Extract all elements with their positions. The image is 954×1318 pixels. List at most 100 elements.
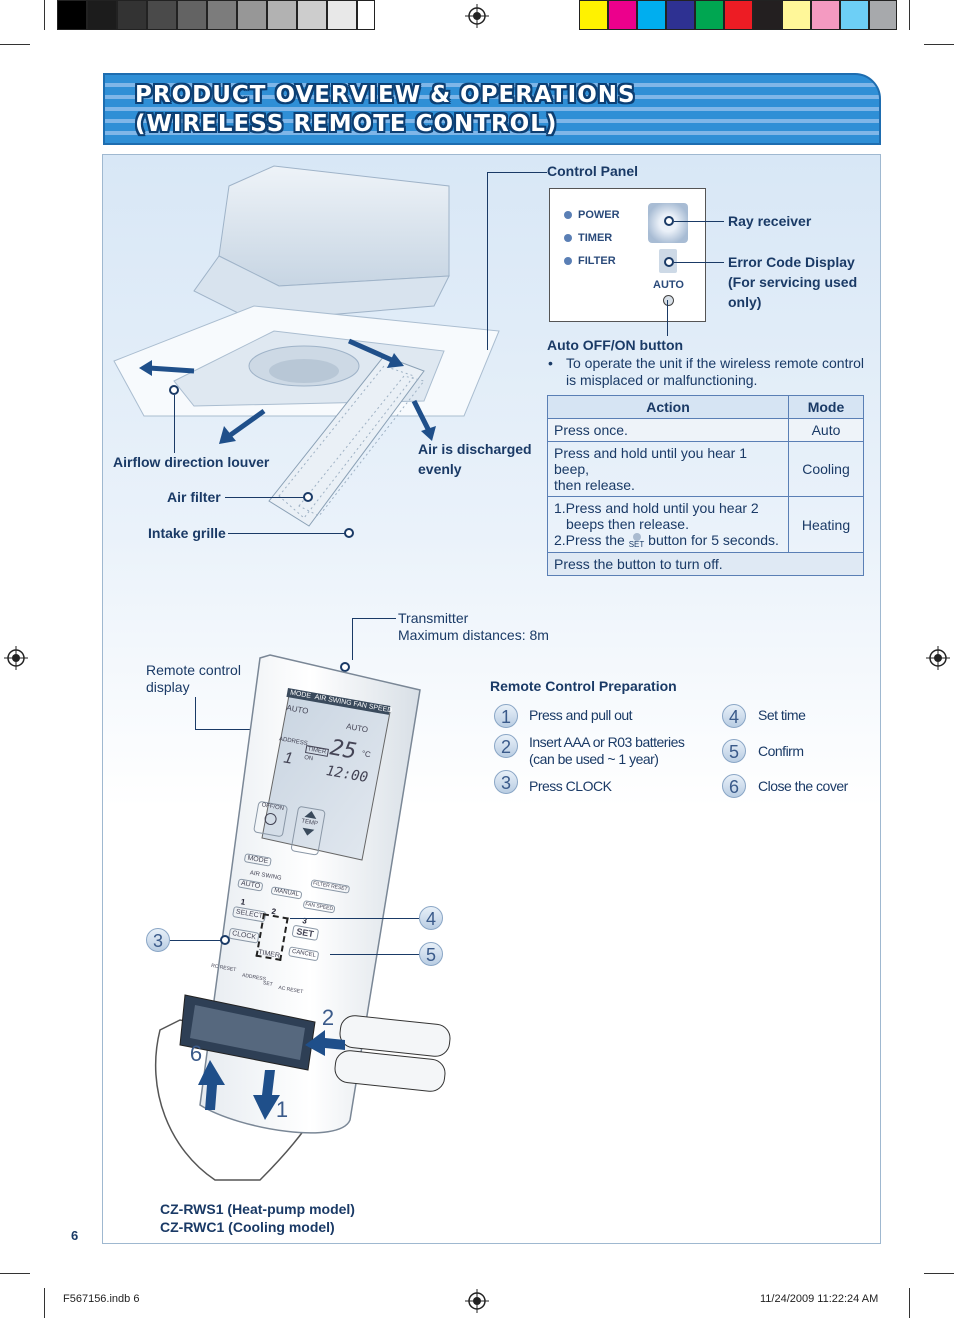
leader-line	[290, 918, 419, 919]
registration-mark-icon	[465, 1289, 489, 1313]
step-badge-2: 2	[494, 734, 518, 758]
step-badge-6: 6	[722, 774, 746, 798]
step-text-6: Close the cover	[758, 778, 848, 794]
led-icon	[564, 257, 572, 266]
leader-line	[228, 533, 346, 534]
auto-label: AUTO	[653, 279, 684, 291]
step-badge-5: 5	[722, 739, 746, 763]
step-badge-1: 1	[494, 704, 518, 728]
transmitter-label: Transmitter	[398, 610, 469, 626]
airflow-louver-label: Airflow direction louver	[113, 454, 270, 470]
filter-reset-button[interactable]: FILTER RESET	[310, 879, 351, 894]
pointer-dot	[340, 662, 350, 672]
ac-reset-button[interactable]: AC RESET	[277, 984, 304, 996]
pointer-dot	[303, 492, 313, 502]
clock-button[interactable]: CLOCK	[228, 927, 260, 944]
mode-cell: Heating	[788, 495, 864, 554]
error-code-label-line2: (For servicing used	[728, 274, 858, 290]
control-panel-box: POWER TIMER FILTER AUTO	[549, 188, 706, 322]
bullet-icon: •	[548, 355, 553, 371]
ray-receiver-label: Ray receiver	[728, 213, 812, 229]
model-line2: CZ-RWC1 (Cooling model)	[160, 1219, 335, 1235]
leader-line	[330, 954, 419, 955]
mode-cell: Cooling	[788, 441, 864, 497]
leader-line	[674, 221, 724, 222]
indoor-unit-illustration	[113, 165, 500, 527]
cancel-button[interactable]: CANCEL	[288, 946, 320, 962]
led-icon	[564, 234, 572, 243]
page-title-line2: (WIRELESS REMOTE CONTROL)	[135, 111, 558, 137]
leader-line	[225, 497, 305, 498]
set-button[interactable]: SET	[291, 924, 319, 941]
step-badge-3: 3	[494, 770, 518, 794]
registration-mark-icon	[4, 646, 28, 670]
action-cell: Press once.	[547, 418, 789, 442]
step-text-4: Set time	[758, 707, 806, 723]
step-text-1: Press and pull out	[529, 707, 633, 723]
step-text-5: Confirm	[758, 743, 804, 759]
auto-button-desc-line2: is misplaced or malfunctioning.	[566, 372, 758, 388]
off-on-button[interactable]: OFF/ON	[253, 800, 289, 838]
table-header-row: Action Mode	[547, 395, 864, 419]
leader-line	[174, 395, 175, 453]
mode-button[interactable]: MODE	[243, 853, 272, 867]
callout-5: 5	[419, 942, 443, 966]
leader-line	[170, 940, 222, 941]
callout-3: 3	[146, 928, 170, 952]
air-swing-label: AIR SWING	[249, 870, 282, 882]
pointer-dot	[169, 385, 179, 395]
air-discharged-label-line2: evenly	[418, 461, 462, 477]
page-title-line1: PRODUCT OVERVIEW & OPERATIONS	[135, 82, 636, 108]
leader-line	[195, 729, 275, 730]
remote-control-illustration	[154, 654, 451, 1181]
step-text-2b: (can be used ~ 1 year)	[529, 751, 659, 767]
mode-table: Action Mode Press once. Auto Press and h…	[547, 395, 864, 577]
remote-lcd: MODE AIR SWING FAN SPEED AUTO AUTO ADDRE…	[278, 688, 393, 787]
step-text-3: Press CLOCK	[529, 778, 612, 794]
control-panel-title: Control Panel	[547, 163, 639, 179]
action-cell: Press and hold until you hear 1 beep, th…	[547, 441, 789, 497]
manual-button[interactable]: MANUAL	[270, 886, 303, 900]
action-cell: Press the button to turn off.	[547, 552, 864, 577]
transmitter-distance: Maximum distances: 8m	[398, 627, 549, 643]
column-header: Action	[547, 395, 789, 419]
auto-off-on-button[interactable]	[663, 295, 674, 306]
remote-display-label-line1: Remote control	[146, 662, 241, 678]
fan-speed-button[interactable]: FAN SPEED	[302, 900, 336, 914]
table-row: Press and hold until you hear 1 beep, th…	[547, 441, 864, 497]
callout-2: 2	[321, 1005, 335, 1030]
column-header: Mode	[788, 395, 864, 419]
step-number-label: 1	[240, 897, 246, 907]
footer-file: F567156.indb 6	[63, 1293, 140, 1305]
leader-line	[195, 697, 196, 729]
auto-button-title: Auto OFF/ON button	[547, 337, 684, 353]
air-filter-label: Air filter	[167, 489, 221, 505]
set-small-button[interactable]: SET	[262, 980, 274, 988]
action-cell: 1.Press and hold until you hear 2 beeps …	[547, 495, 789, 554]
table-row: Press the button to turn off.	[547, 552, 864, 577]
leader-line	[352, 618, 396, 619]
auto-button[interactable]: AUTO	[237, 878, 264, 892]
mode-cell: Auto	[788, 418, 864, 442]
set-button-icon: SET	[629, 533, 644, 549]
leader-line	[352, 618, 353, 660]
leader-line	[674, 262, 724, 263]
indicator-filter: FILTER	[564, 255, 616, 267]
air-discharged-label-line1: Air is discharged	[418, 441, 532, 457]
pointer-dot	[220, 935, 230, 945]
auto-button-desc-line1: To operate the unit if the wireless remo…	[566, 355, 865, 371]
error-code-label-line1: Error Code Display	[728, 254, 855, 270]
temp-button[interactable]: TEMP	[290, 805, 326, 856]
pointer-dot	[344, 528, 354, 538]
callout-6: 6	[189, 1041, 203, 1066]
indicator-timer: TIMER	[564, 232, 612, 244]
indicator-power: POWER	[564, 209, 620, 221]
page-header-banner: PRODUCT OVERVIEW & OPERATIONS (WIRELESS …	[103, 73, 881, 145]
led-icon	[564, 211, 572, 220]
footer-timestamp: 11/24/2009 11:22:24 AM	[760, 1293, 879, 1305]
callout-4: 4	[419, 906, 443, 930]
callout-1: 1	[275, 1097, 289, 1122]
error-code-label-line3: only)	[728, 294, 762, 310]
table-row: 1.Press and hold until you hear 2 beeps …	[547, 495, 864, 554]
model-line1: CZ-RWS1 (Heat-pump model)	[160, 1201, 355, 1217]
